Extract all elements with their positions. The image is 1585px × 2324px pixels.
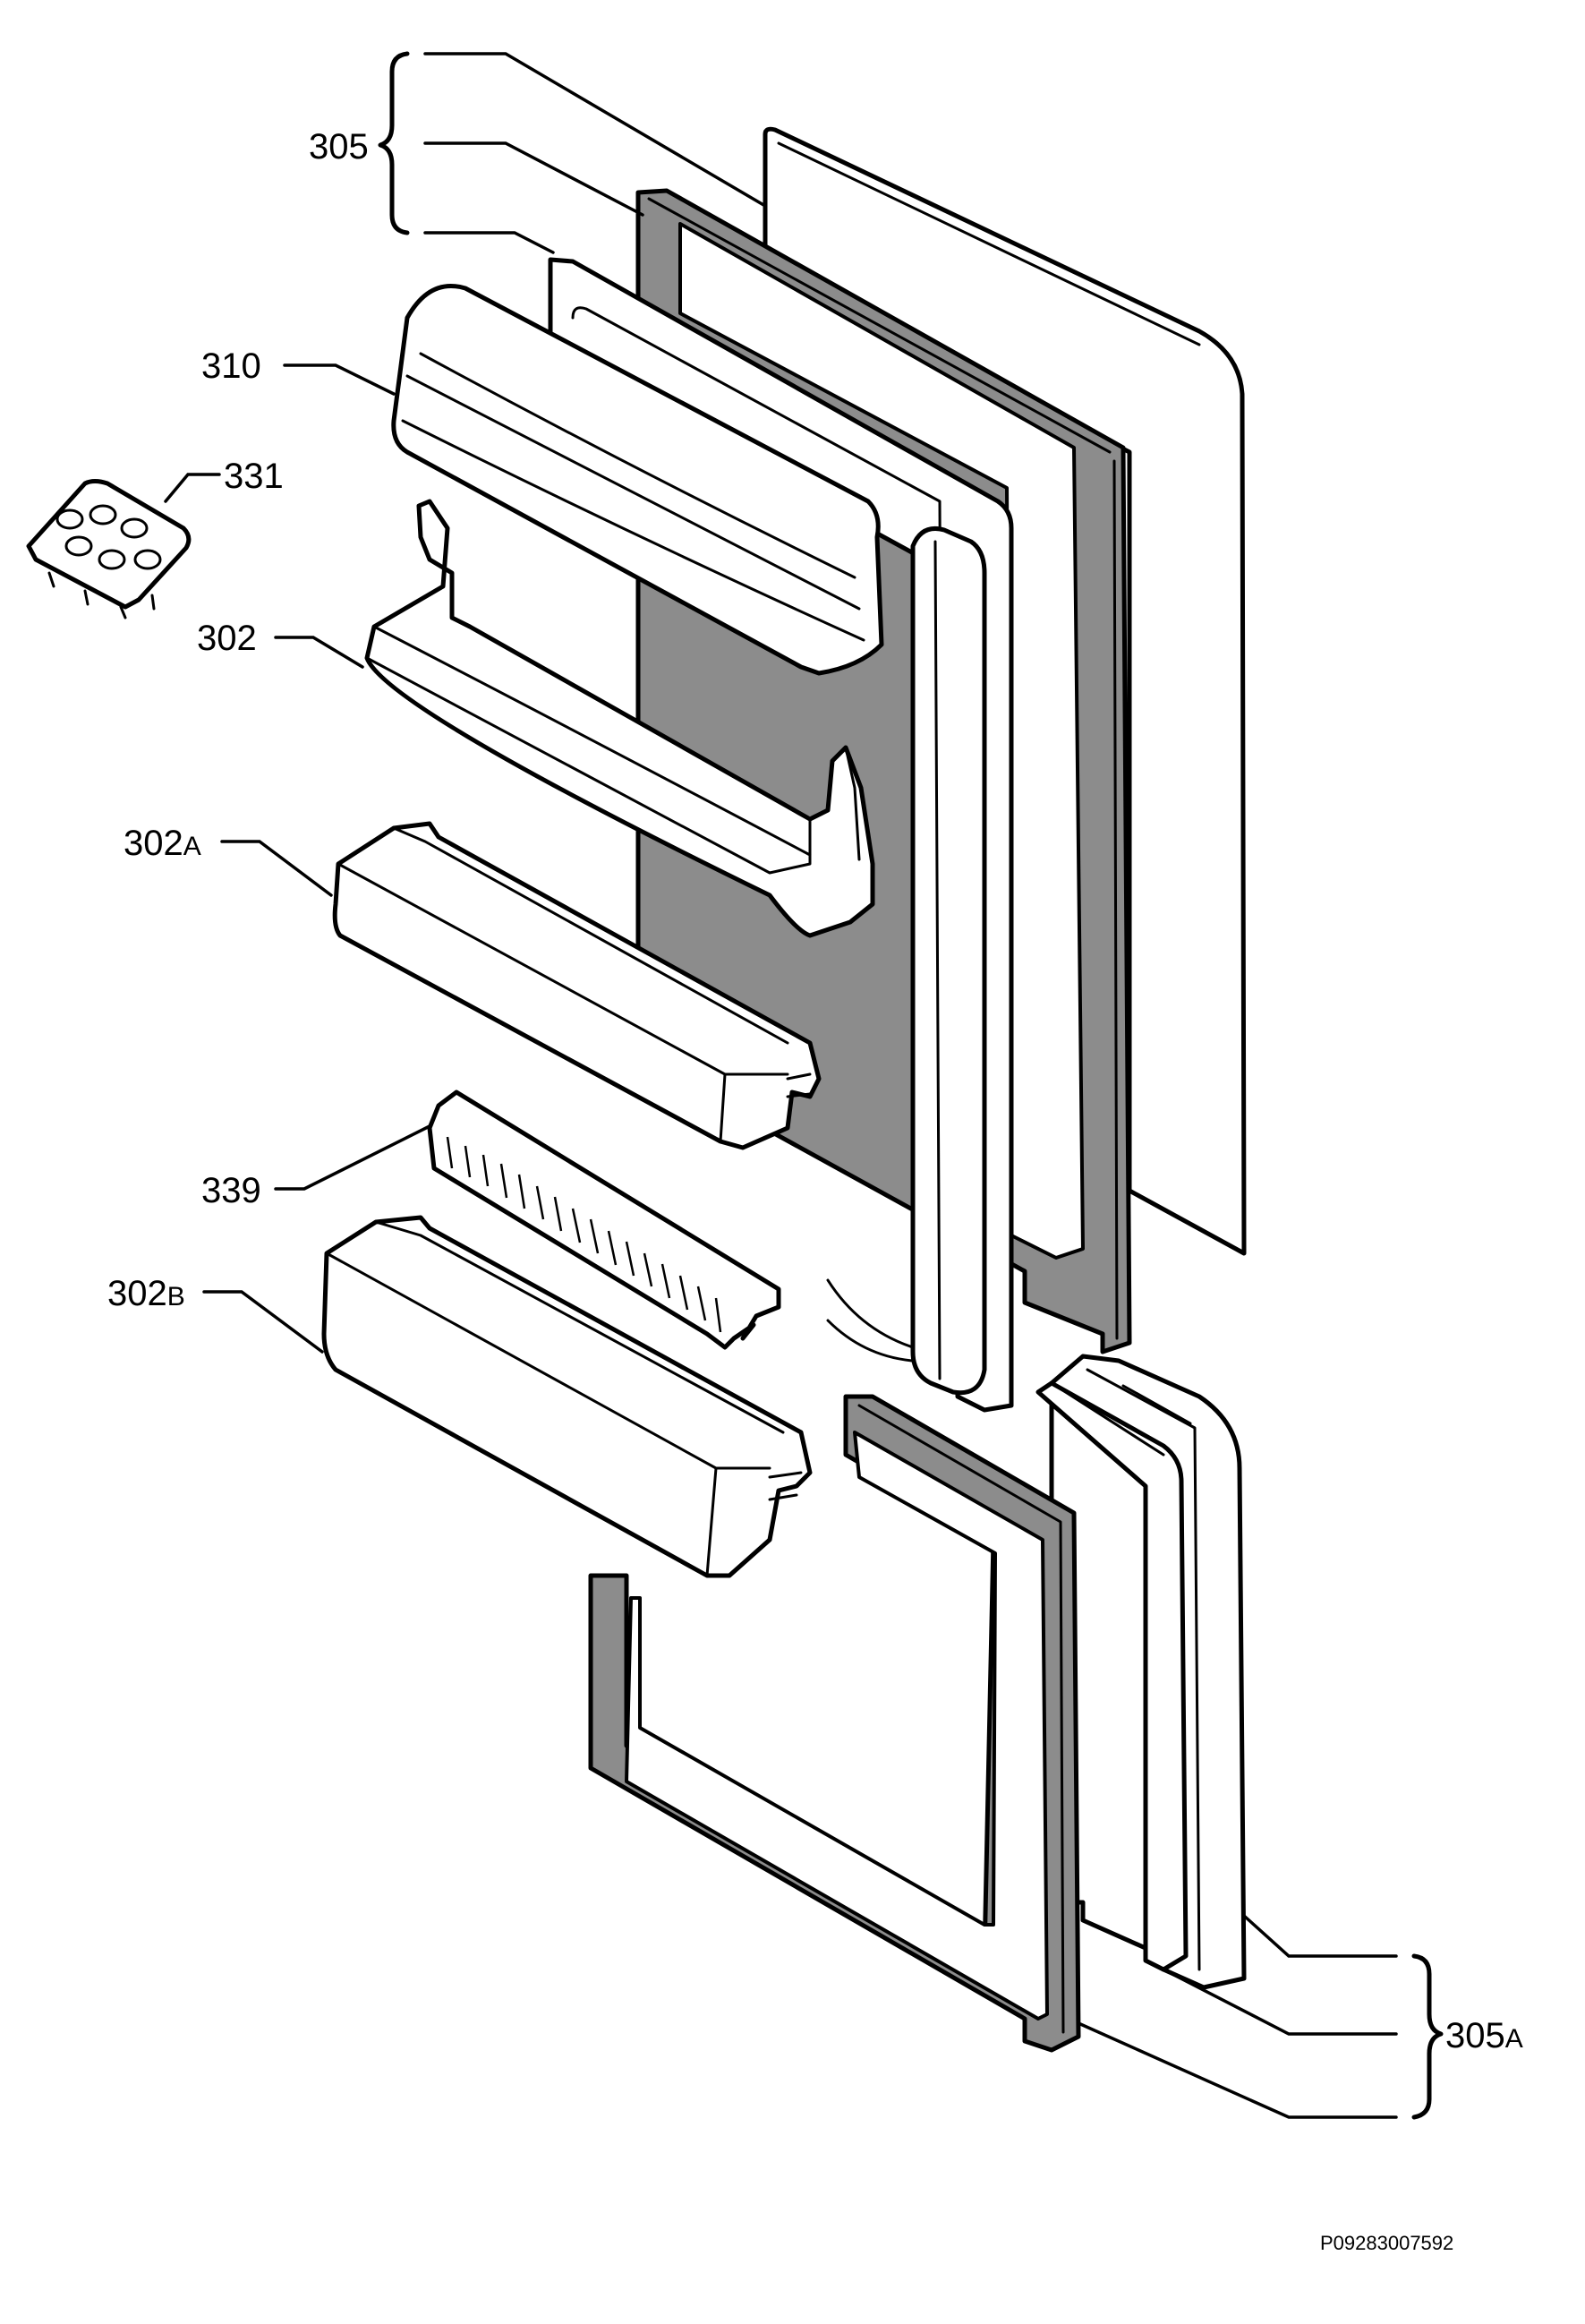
upper-outer-door-panel (763, 126, 1247, 1256)
lower-inner-door-liner (1035, 1380, 1189, 1972)
brace-305 (378, 51, 767, 254)
bottom-door-shelf (321, 1215, 813, 1578)
brace-305a (1077, 1914, 1444, 2120)
leader-302b (202, 1290, 324, 1354)
leader-339 (274, 1124, 431, 1191)
upper-door-rim (826, 526, 987, 1396)
label-305a: 305A (1445, 2016, 1523, 2055)
large-door-shelf (364, 499, 875, 938)
label-302a: 302A (124, 824, 201, 863)
dairy-compartment-cover (391, 283, 884, 676)
leader-331 (164, 473, 221, 503)
leader-302a (220, 840, 333, 897)
label-305: 305 (309, 127, 369, 167)
label-331: 331 (224, 457, 284, 496)
label-339: 339 (201, 1171, 261, 1210)
label-302: 302 (197, 619, 257, 658)
label-310: 310 (201, 346, 261, 386)
middle-door-shelf (332, 821, 822, 1150)
label-302b: 302B (107, 1274, 185, 1313)
leader-302 (274, 636, 364, 669)
document-code: P09283007592 (1320, 2232, 1453, 2254)
bottle-retainer (427, 1089, 781, 1350)
egg-tray (26, 479, 192, 619)
leader-310 (283, 363, 396, 396)
lower-door-gasket (588, 1394, 1081, 2053)
